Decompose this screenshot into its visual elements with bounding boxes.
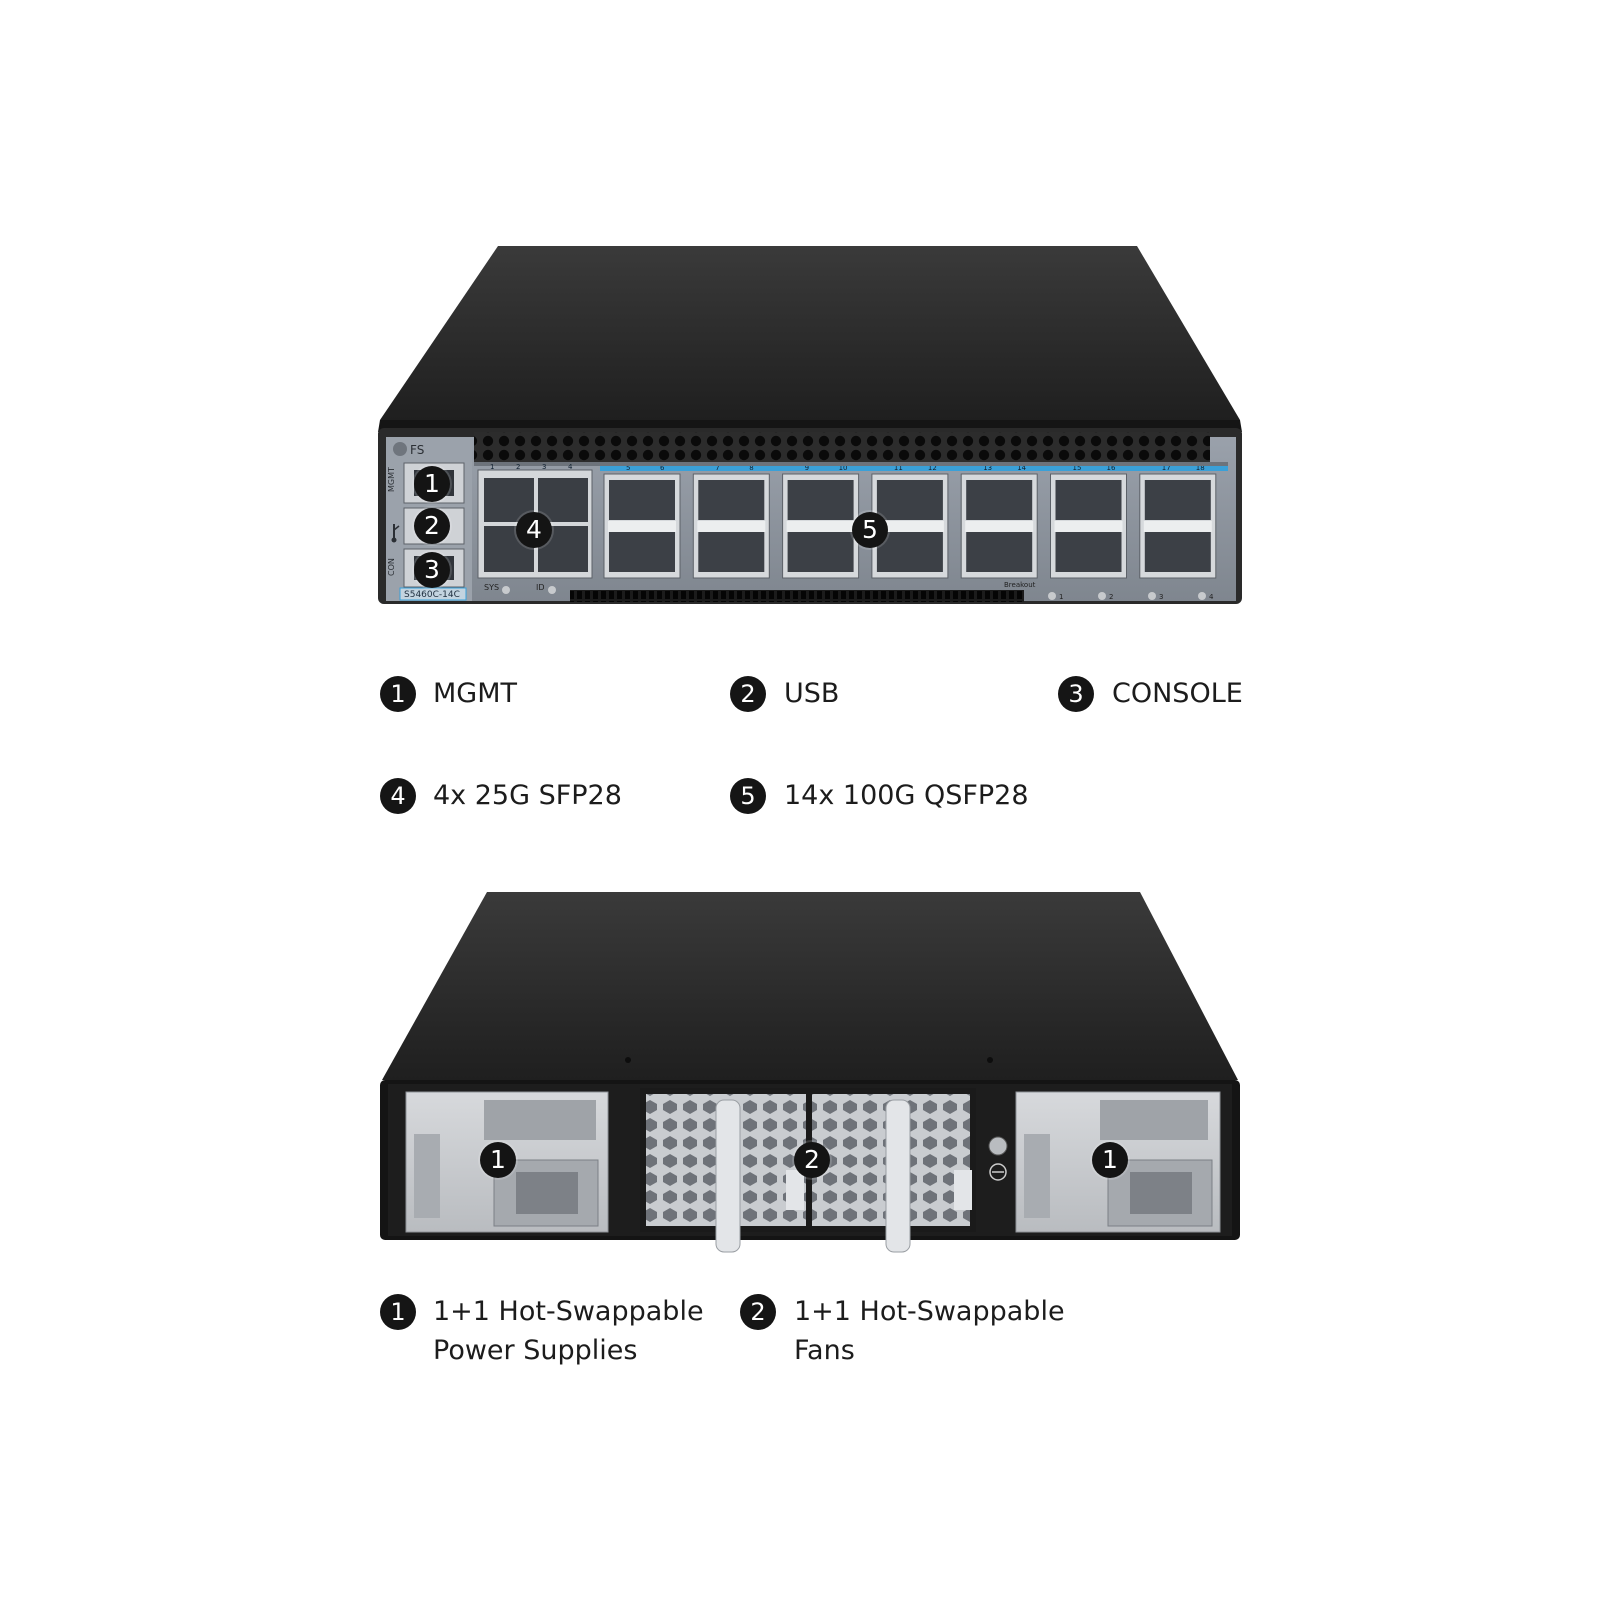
sys-led-label: SYS [484, 583, 499, 592]
qsfp28-ports: 5 6 7 8 9 10 11 12 13 14 15 16 17 18 [603, 464, 1217, 579]
id-led-label: ID [536, 583, 545, 592]
qsfp-port-number: 6 [660, 464, 665, 472]
front-callout-2: 2 [414, 508, 450, 544]
sfp-port-number: 1 [490, 463, 494, 471]
breakout-led-number: 4 [1209, 593, 1214, 601]
rear-callout-fans: 2 [794, 1142, 830, 1178]
sfp-port-number: 4 [568, 463, 573, 471]
legend-badge: 1 [380, 1294, 416, 1330]
legend-badge: 1 [380, 676, 416, 712]
qsfp-latch [697, 521, 766, 532]
breakout-led-number: 2 [1109, 593, 1113, 601]
qsfp-port-number: 11 [894, 464, 903, 472]
psu-right [1015, 1091, 1221, 1233]
qsfp-port [1144, 532, 1211, 572]
qsfp-port-number: 9 [805, 464, 809, 472]
breakout-led [1148, 592, 1156, 600]
qsfp-latch [608, 521, 676, 532]
legend-text-usb: USB [784, 678, 840, 709]
breakout-led [1048, 592, 1056, 600]
qsfp-port-number: 12 [928, 464, 937, 472]
fan-tray [640, 1088, 976, 1253]
front-callout-5: 5 [852, 512, 888, 548]
id-led [548, 586, 556, 594]
qsfp-port [787, 480, 854, 520]
legend-text-console: CONSOLE [1112, 678, 1243, 709]
qsfp-port [876, 532, 943, 572]
legend-text-psu-line2: Power Supplies [433, 1335, 638, 1366]
qsfp-port [787, 532, 854, 572]
qsfp-latch [786, 521, 855, 532]
breakout-led-number: 3 [1159, 593, 1163, 601]
qsfp-port-number: 14 [1017, 464, 1026, 472]
qsfp-latch [875, 521, 944, 532]
brand-text: FS [410, 443, 424, 457]
qsfp-port [876, 480, 943, 520]
qsfp-port [966, 480, 1033, 520]
legend-badge: 5 [730, 778, 766, 814]
legend-badge: 2 [730, 676, 766, 712]
sfp-port-number: 2 [516, 463, 520, 471]
breakout-led [1198, 592, 1206, 600]
legend-badge: 2 [740, 1294, 776, 1330]
qsfp-port [698, 532, 765, 572]
mgmt-side-label: MGMT [387, 467, 396, 492]
qsfp-latch [1054, 521, 1123, 532]
front-callout-3: 3 [414, 552, 450, 588]
qsfp-port [1144, 480, 1211, 520]
qsfp-latch [965, 521, 1034, 532]
model-label-box [399, 587, 467, 601]
qsfp-port-number: 8 [749, 464, 753, 472]
breakout-leds: 1 2 3 4 [1048, 592, 1214, 601]
front-callout-1: 1 [414, 466, 450, 502]
model-label: S5460C-14C [404, 590, 460, 600]
qsfp-port [966, 532, 1033, 572]
legend-text-psu-line1: 1+1 Hot-Swappable [433, 1296, 704, 1327]
qsfp-port-number: 18 [1196, 464, 1205, 472]
qsfp-port [1055, 480, 1122, 520]
fs-logo: FS [393, 442, 424, 457]
qsfp-port [698, 480, 765, 520]
qsfp-port-number: 17 [1162, 464, 1171, 472]
legend-text-fans-line2: Fans [794, 1335, 855, 1366]
ground-screw-icon [988, 1136, 1008, 1181]
qsfp-port-number: 15 [1073, 464, 1082, 472]
qsfp-port [1055, 532, 1122, 572]
qsfp-port-number: 10 [839, 464, 848, 472]
legend-text-fans-line1: 1+1 Hot-Swappable [794, 1296, 1065, 1327]
front-callout-4: 4 [516, 512, 552, 548]
legend-text-sfp28: 4x 25G SFP28 [433, 780, 622, 811]
breakout-led-number: 1 [1059, 593, 1063, 601]
breakout-label: Breakout [1004, 581, 1036, 589]
qsfp-port-number: 13 [983, 464, 992, 472]
legend-badge: 4 [380, 778, 416, 814]
qsfp-port [609, 532, 675, 572]
legend-text-mgmt: MGMT [433, 678, 518, 709]
qsfp-latch [1143, 521, 1212, 532]
legend-badge: 3 [1058, 676, 1094, 712]
qsfp-port-number: 7 [715, 464, 719, 472]
front-rail [474, 462, 1228, 466]
breakout-led [1098, 592, 1106, 600]
qsfp-port-number: 5 [626, 464, 630, 472]
sfp-port-number: 3 [542, 463, 546, 471]
console-side-label: CON [387, 558, 396, 576]
legend-text-qsfp28: 14x 100G QSFP28 [784, 780, 1029, 811]
qsfp-port-number: 16 [1107, 464, 1116, 472]
rear-callout-psu-right: 1 [1092, 1142, 1128, 1178]
qsfp-port [609, 480, 675, 520]
sys-led [502, 586, 510, 594]
rear-callout-psu-left: 1 [480, 1142, 516, 1178]
usb-icon [391, 524, 400, 543]
